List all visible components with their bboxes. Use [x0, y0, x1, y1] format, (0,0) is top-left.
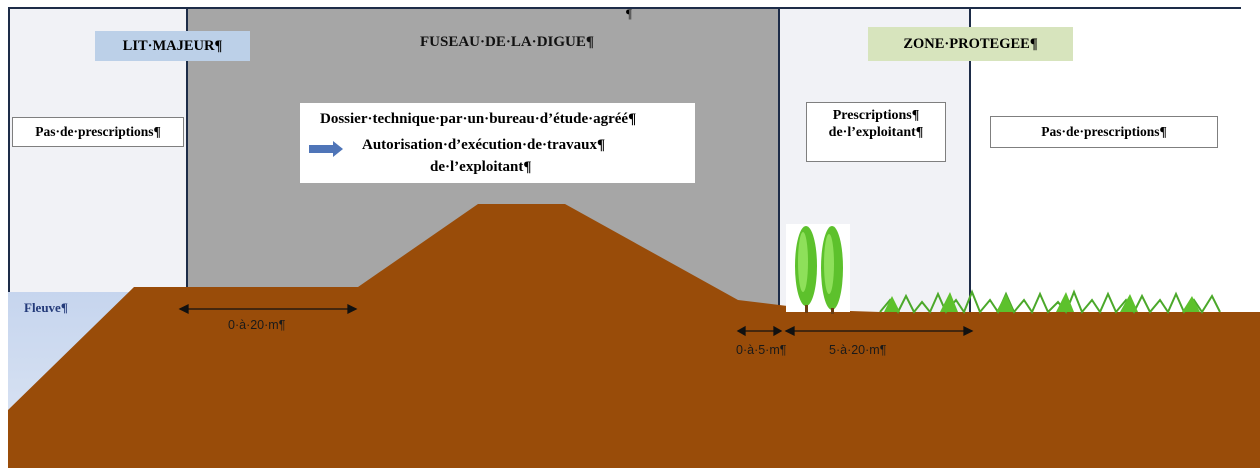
- measure-far: 5·à·20·m¶: [829, 343, 887, 357]
- measure-left: 0·à·20·m¶: [228, 318, 286, 332]
- prescriptions-line1: Prescriptions¶: [832, 108, 920, 123]
- prescriptions-line2: de·l’exploitant¶: [828, 125, 924, 140]
- dossier-box: Dossier·technique·par·un·bureau·d’étude·…: [300, 103, 695, 183]
- lit-majeur-note-text: Pas·de·prescriptions¶: [35, 124, 161, 139]
- zone-protegee-title: ZONE·PROTEGEE¶: [868, 27, 1073, 61]
- top-border-line: [971, 7, 1241, 9]
- dossier-line1: Dossier·technique·par·un·bureau·d’étude·…: [320, 111, 637, 127]
- lit-majeur-note: Pas·de·prescriptions¶: [12, 117, 184, 147]
- prescriptions-box: Prescriptions¶ de·l’exploitant¶: [806, 102, 946, 162]
- earth-profile: [8, 204, 1260, 468]
- cypress-tree-icon: [786, 224, 850, 314]
- grass-tufts: [884, 292, 1200, 312]
- river-label: Fleuve¶: [24, 300, 68, 315]
- dossier-line3: de·l’exploitant¶: [430, 159, 532, 175]
- right-note-text: Pas·de·prescriptions¶: [1041, 124, 1167, 139]
- dossier-line2: Autorisation·d’exécution·de·travaux¶: [362, 137, 606, 153]
- right-arrow-icon: [309, 141, 343, 157]
- lit-majeur-title: LIT·MAJEUR¶: [95, 31, 250, 61]
- right-note: Pas·de·prescriptions¶: [990, 116, 1218, 148]
- double-arrow-icon: [178, 303, 974, 337]
- grass-icon: [879, 289, 1221, 315]
- measure-near: 0·à·5·m¶: [736, 343, 787, 357]
- pilcrow-mark: ¶: [626, 6, 632, 21]
- fuseau-title: FUSEAU·DE·LA·DIGUE¶: [420, 34, 594, 50]
